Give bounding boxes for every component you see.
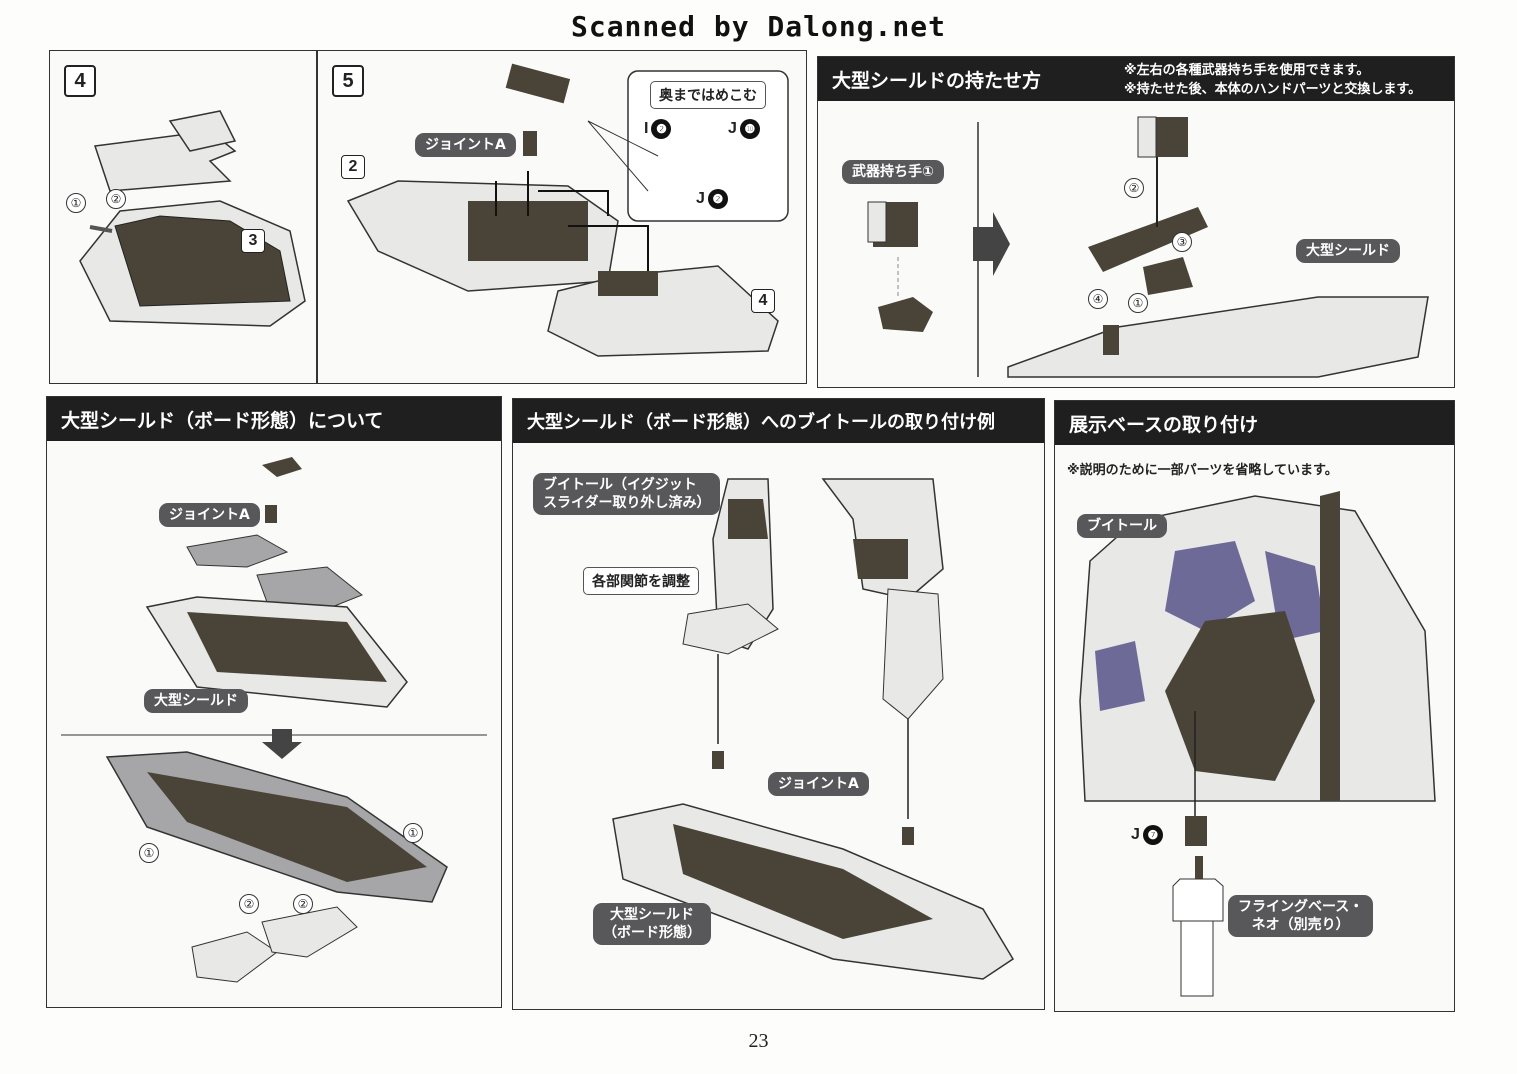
callout-2-right: ② xyxy=(293,894,313,914)
mount-illustration xyxy=(612,478,1015,980)
vtol-label: ブイトール（イグジット スライダー取り外し済み） xyxy=(533,473,721,515)
adjust-joints-label: 各部関節を調整 xyxy=(583,567,699,595)
callout-1: ① xyxy=(1128,293,1148,313)
omission-note: ※説明のために一部パーツを省略しています。 xyxy=(1067,463,1338,478)
callout-1-right: ① xyxy=(403,823,423,843)
board-illustration xyxy=(61,457,487,983)
part-ref-4: 4 xyxy=(751,289,775,313)
panel-title: 展示ベースの取り付け xyxy=(1069,413,1259,436)
step4-panel: 4 ① ② 3 xyxy=(49,50,317,384)
panel-title: 大型シールドの持たせ方 xyxy=(832,69,1042,92)
step4-illustration xyxy=(79,110,306,327)
callout-3: ③ xyxy=(1172,232,1192,252)
page-number: 23 xyxy=(748,1030,769,1052)
part-ref-2: 2 xyxy=(341,155,365,179)
panel-header: 大型シールドの持たせ方 xyxy=(818,57,1454,101)
callout-1: ① xyxy=(66,193,86,213)
shield-label: 大型シールド xyxy=(1296,239,1400,263)
callout-4: ④ xyxy=(1088,289,1108,309)
callout-2: ② xyxy=(1124,178,1144,198)
joint-a-label: ジョイントA xyxy=(768,772,869,796)
step-number: 4 xyxy=(64,65,96,97)
panel-header: 展示ベースの取り付け xyxy=(1055,401,1454,445)
part-ref-3: 3 xyxy=(241,229,265,253)
scan-credit: Scanned by Dalong.net xyxy=(570,10,946,43)
joint-a-label: ジョイントA xyxy=(159,503,260,527)
step5-illustration xyxy=(346,63,789,357)
display-illustration xyxy=(1079,491,1436,997)
vtol-label: ブイトール xyxy=(1077,514,1167,538)
note-2: ※持たせた後、本体のハンドパーツと交換します。 xyxy=(1124,82,1422,97)
panel-title: 大型シールド（ボード形態）について xyxy=(61,409,384,432)
hold-illustration xyxy=(867,116,1429,378)
push-in-label: 奥まではめこむ xyxy=(650,81,766,109)
panel-header: 大型シールド（ボード形態）について xyxy=(47,397,501,441)
board-form-panel: 大型シールド（ボード形態）について ジョイントA 大型シールド ① ① ② ② xyxy=(46,396,502,1008)
display-base-panel: 展示ベースの取り付け ※説明のために一部パーツを省略しています。 ブイトール J… xyxy=(1054,400,1455,1012)
callout-2: ② xyxy=(106,189,126,209)
callout-1-left: ① xyxy=(139,843,159,863)
flying-base-label: フライングベース・ ネオ（別売り） xyxy=(1228,895,1374,937)
mount-example-panel: 大型シールド（ボード形態）へのブイトールの取り付け例 ブイトール（イグジット ス… xyxy=(512,398,1045,1010)
note-1: ※左右の各種武器持ち手を使用できます。 xyxy=(1124,63,1370,78)
panel-header: 大型シールド（ボード形態）へのブイトールの取り付け例 xyxy=(513,399,1044,443)
weapon-hand-label: 武器持ち手① xyxy=(842,160,944,184)
panel-title: 大型シールド（ボード形態）へのブイトールの取り付け例 xyxy=(527,412,995,433)
joint-a-label: ジョイントA xyxy=(415,133,516,157)
callout-2-left: ② xyxy=(239,894,259,914)
step-number: 5 xyxy=(332,65,364,97)
shield-hold-panel: 大型シールドの持たせ方 ※左右の各種武器持ち手を使用できます。 ※持たせた後、本… xyxy=(817,56,1455,388)
shield-label: 大型シールド xyxy=(144,689,248,713)
shield-board-label: 大型シールド （ボード形態） xyxy=(593,903,711,945)
